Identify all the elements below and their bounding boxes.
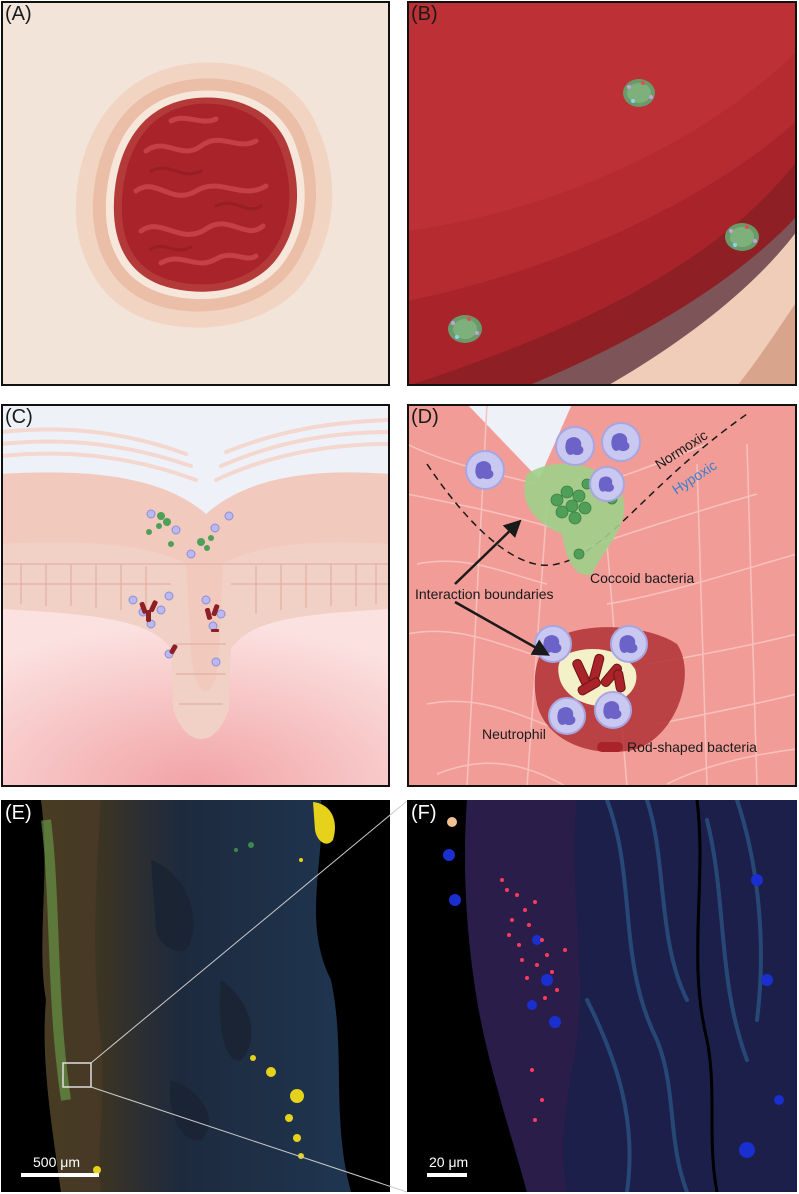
panel-c-tissue-cross-section: (C) — [1, 404, 390, 787]
panel-f-label: (F) — [411, 802, 437, 824]
panel-c-label: (C) — [5, 406, 33, 428]
tissue-cross-section-illustration — [1, 404, 390, 787]
rod-bacteria-group — [139, 600, 220, 655]
panel-e-microscopy-overview: (E) 500 μm — [1, 800, 390, 1192]
wound-illustration — [1, 1, 390, 386]
scale-bar-f — [427, 1173, 467, 1177]
panel-e-label: (E) — [5, 802, 32, 824]
panel-d-label: (D) — [411, 406, 439, 428]
neutrophil-group — [128, 509, 234, 667]
scale-label-f: 20 μm — [429, 1154, 469, 1170]
rod-legend-icon — [597, 742, 623, 752]
biofilm-cluster — [448, 315, 482, 343]
scale-bar-e — [21, 1173, 99, 1177]
arrow-to-coccoid — [454, 519, 522, 585]
neutrophil-cells-bottom — [534, 625, 648, 735]
biofilm-cluster — [623, 79, 655, 107]
interaction-boundaries-label: Interaction boundaries — [415, 586, 554, 602]
rod-bacteria-cluster — [572, 653, 626, 696]
panel-a-wound-overview: (A) — [1, 1, 390, 386]
microscopy-zoom-image — [407, 800, 797, 1192]
neutrophil-cells-top — [465, 422, 641, 502]
bacteria-signal — [500, 878, 567, 1122]
zoom-region-box — [62, 1062, 92, 1088]
panel-f-microscopy-zoom: (F) 20 μm — [407, 800, 797, 1192]
microscopy-tissue-image — [1, 800, 390, 1192]
panel-a-label: (A) — [5, 3, 32, 25]
panel-d-interaction-detail: (D) Normoxic Hypoxic Coccoid bacteria In… — [407, 404, 797, 787]
coccoid-bacteria-label: Coccoid bacteria — [590, 570, 695, 586]
panel-b-label: (B) — [411, 3, 438, 25]
biofilm-cluster — [725, 223, 759, 251]
panel-b-wound-bed-zoom: (B) — [407, 1, 797, 386]
interaction-detail-illustration — [407, 404, 797, 787]
neutrophil-label: Neutrophil — [482, 726, 546, 742]
scale-label-e: 500 μm — [33, 1154, 80, 1170]
coccoid-clusters — [146, 512, 214, 551]
arrow-to-rods — [454, 600, 551, 656]
wound-bed-illustration — [407, 1, 797, 386]
rod-shaped-bacteria-label: Rod-shaped bacteria — [627, 739, 757, 755]
